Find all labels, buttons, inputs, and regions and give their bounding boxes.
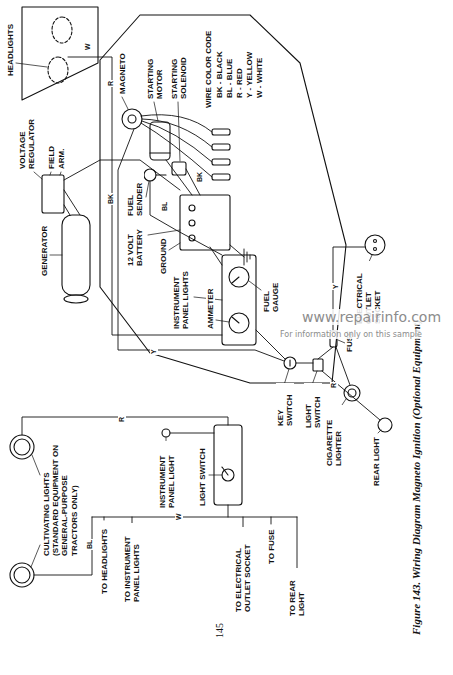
outlet-socket bbox=[365, 235, 385, 255]
part-label: WIRE COLOR CODE bbox=[204, 30, 213, 109]
part-label: AMMETER bbox=[206, 288, 215, 330]
socket-pin bbox=[374, 248, 377, 251]
part-label: BK - BLACK bbox=[215, 50, 224, 99]
wire-color-code: R bbox=[330, 382, 338, 389]
wire-color-code: BK bbox=[107, 193, 115, 205]
part-label: STARTING SOLENOID bbox=[170, 48, 188, 100]
part-label: STARTING MOTOR bbox=[146, 48, 164, 100]
spark-plug bbox=[212, 144, 230, 150]
magneto-hub bbox=[128, 115, 136, 123]
wire-color-code: BL bbox=[86, 539, 94, 550]
key-switch bbox=[284, 357, 296, 369]
headlight bbox=[48, 57, 68, 83]
spark-plug bbox=[212, 129, 230, 135]
part-label: W - WHITE bbox=[255, 57, 264, 99]
switch-lever bbox=[222, 467, 228, 475]
part-label: CIGARETTE LIGHTER bbox=[325, 405, 343, 467]
part-label: TO HEADLIGHTS bbox=[100, 528, 109, 595]
part-label: ARM. bbox=[57, 148, 66, 170]
wire-color-code: Y bbox=[332, 283, 340, 290]
part-label: TO REAR LIGHT bbox=[288, 568, 306, 617]
cultivating-lens bbox=[14, 567, 30, 583]
figure-caption: Figure 143. Wiring Diagram Magneto Ignit… bbox=[410, 320, 423, 635]
part-label: CULTIVATING LIGHTS (STANDARD EQUIPMENT O… bbox=[42, 441, 79, 557]
part-label: TO ELECTRICAL OUTLET SOCKET bbox=[234, 527, 252, 613]
part-label: TO FUSE bbox=[267, 528, 276, 565]
wire-color-code: R bbox=[118, 416, 126, 423]
generator-pulley bbox=[64, 295, 88, 303]
part-label: FIELD bbox=[47, 145, 56, 170]
switch-panel bbox=[214, 425, 242, 505]
fuel-gauge bbox=[229, 267, 249, 287]
part-label: Y - YELLOW bbox=[245, 51, 254, 99]
instrument-panel bbox=[222, 255, 256, 345]
wire-color-code: W bbox=[175, 512, 183, 521]
gauge-needle bbox=[232, 317, 239, 323]
part-label: R - RED bbox=[235, 67, 244, 99]
part-label: GENERATOR bbox=[40, 225, 49, 277]
motor-end-cap bbox=[150, 152, 170, 153]
headlight bbox=[52, 17, 72, 43]
battery-cap bbox=[189, 220, 195, 226]
part-label: HEADLIGHTS bbox=[6, 23, 15, 77]
part-label: BL - BLUE bbox=[225, 58, 234, 99]
light-switch bbox=[313, 359, 323, 371]
wire-color-code: Y bbox=[150, 348, 158, 355]
spark-plug bbox=[212, 174, 230, 180]
part-label: GROUND bbox=[159, 237, 168, 275]
magneto bbox=[122, 109, 142, 129]
starting-solenoid bbox=[172, 162, 186, 175]
battery-cap bbox=[189, 205, 195, 211]
wire-color-code: BK bbox=[196, 171, 204, 183]
battery bbox=[180, 195, 230, 250]
part-label: 12 VOLT BATTERY bbox=[126, 218, 144, 267]
part-label: TO INSTRUMENT PANEL LIGHTS bbox=[123, 523, 141, 603]
part-label: KEY SWITCH bbox=[276, 383, 294, 427]
part-label: INSTRUMENT PANEL LIGHT bbox=[158, 441, 176, 509]
part-label: INSTRUMENT PANEL LIGHTS bbox=[172, 254, 190, 330]
voltage-regulator bbox=[42, 175, 64, 213]
watermark: For information only on this sample bbox=[280, 330, 422, 339]
part-label: VOLTAGE REGULATOR bbox=[18, 112, 36, 170]
gauge-needle bbox=[232, 277, 239, 283]
page-number: 145 bbox=[214, 622, 225, 639]
part-label: REAR LIGHT bbox=[372, 436, 381, 487]
socket-pin bbox=[374, 240, 377, 243]
watermark: www.repairinfo.com bbox=[302, 309, 441, 325]
part-label: MAGNETO bbox=[118, 52, 127, 95]
wire-color-code: R bbox=[107, 80, 115, 87]
tractor-body-outline bbox=[100, 15, 346, 383]
hood-outline bbox=[22, 7, 98, 100]
generator bbox=[62, 215, 90, 295]
wire-color-code: BL bbox=[161, 201, 169, 212]
spark-plug bbox=[212, 159, 230, 165]
ammeter bbox=[229, 313, 249, 333]
cultivating-light bbox=[10, 435, 34, 459]
cultivating-light bbox=[10, 563, 34, 587]
cigarette-lighter bbox=[344, 385, 360, 401]
part-label: FUEL GAUGE bbox=[262, 273, 280, 313]
part-label: FUEL SENDER bbox=[126, 173, 144, 217]
key-slot bbox=[289, 360, 290, 366]
wire-color-code: W bbox=[84, 42, 92, 51]
cultivating-lens bbox=[14, 439, 30, 455]
panel-lamp bbox=[162, 429, 170, 437]
part-label: LIGHT SWITCH bbox=[304, 383, 322, 429]
part-label: LIGHT SWITCH bbox=[198, 447, 207, 507]
